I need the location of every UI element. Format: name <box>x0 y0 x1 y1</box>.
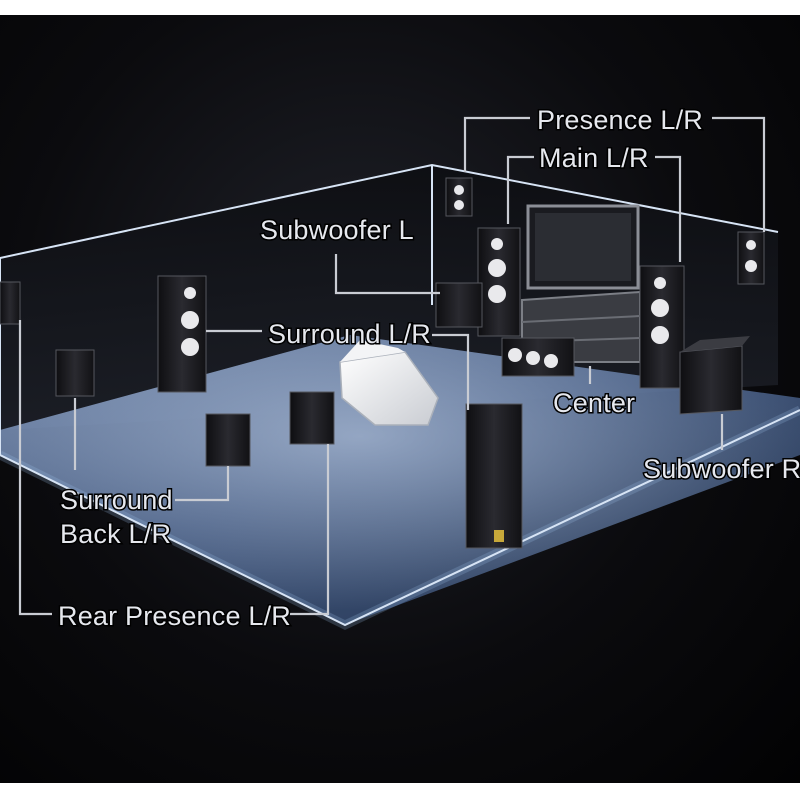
main-left-speaker <box>477 227 521 337</box>
leader-lines <box>18 116 766 616</box>
leader-rear-presence-left <box>18 320 52 616</box>
rear-presence-left-speaker <box>0 281 21 325</box>
leader-main <box>506 155 534 224</box>
front-floor-speaker <box>465 403 523 549</box>
label-surround-back-line1: Surround <box>60 485 173 515</box>
presence-right-speaker <box>737 231 765 285</box>
leader-presence <box>463 116 530 172</box>
label-surround: Surround L/R <box>268 319 431 349</box>
center-speaker <box>501 337 575 377</box>
surround-back-speaker <box>205 413 251 467</box>
label-subwoofer-r: Subwoofer R <box>643 454 800 484</box>
label-rear-presence: Rear Presence L/R <box>58 601 291 631</box>
surround-left-speaker <box>157 275 207 393</box>
label-surround-back-line2: Back L/R <box>60 519 171 549</box>
leader-main-right <box>655 155 682 262</box>
labels: Presence L/R Main L/R Subwoofer L Surrou… <box>57 104 800 633</box>
label-main: Main L/R <box>539 143 649 173</box>
floor-front-edge <box>0 409 800 627</box>
tv-unit <box>521 204 641 363</box>
presence-left-speaker <box>445 177 473 217</box>
leader-surround-back <box>175 466 230 502</box>
label-presence: Presence L/R <box>537 105 703 135</box>
rear-presence-speaker <box>55 349 95 397</box>
leader-presence-right <box>712 116 766 232</box>
subwoofer-right <box>679 336 750 415</box>
leader-subwoofer-l <box>334 254 440 295</box>
leader-rear-presence-right <box>290 444 330 616</box>
subwoofer-left <box>435 282 483 328</box>
label-center: Center <box>553 388 635 418</box>
main-right-speaker <box>639 265 685 389</box>
leader-surround-right <box>432 333 470 410</box>
label-subwoofer-l: Subwoofer L <box>260 215 414 245</box>
listening-chair <box>339 340 439 426</box>
surround-right-speaker <box>289 391 335 445</box>
speakers <box>0 177 765 549</box>
